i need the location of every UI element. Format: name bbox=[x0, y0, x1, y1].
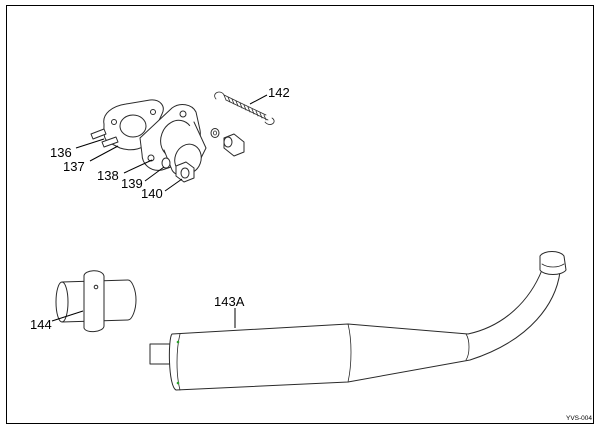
callout-142: 142 bbox=[268, 85, 290, 100]
callout-139: 139 bbox=[121, 176, 143, 191]
leader-138 bbox=[123, 159, 153, 174]
callout-137: 137 bbox=[63, 159, 85, 174]
part-collar-washer bbox=[210, 128, 245, 157]
leader-139 bbox=[144, 166, 165, 182]
callout-140: 140 bbox=[141, 186, 163, 201]
leader-136 bbox=[75, 138, 105, 149]
leader-140 bbox=[164, 178, 183, 192]
leader-144 bbox=[51, 310, 84, 322]
callout-144: 144 bbox=[30, 317, 52, 332]
callout-138: 138 bbox=[97, 168, 119, 183]
callout-143a: 143A bbox=[214, 294, 245, 309]
accent-dot-lower bbox=[176, 381, 180, 385]
part-140-nut bbox=[175, 161, 195, 183]
callout-136: 136 bbox=[50, 145, 72, 160]
part-142-spring bbox=[214, 91, 275, 125]
part-143a-silencer bbox=[149, 251, 567, 391]
leader-137 bbox=[89, 145, 119, 162]
part-138-exhaust-flange bbox=[139, 104, 207, 176]
leader-lines bbox=[51, 94, 268, 328]
reference-code: YVS-004 bbox=[566, 415, 592, 422]
accent-dot-upper bbox=[176, 340, 180, 344]
part-139-washer bbox=[161, 157, 171, 169]
leader-142 bbox=[249, 94, 268, 105]
